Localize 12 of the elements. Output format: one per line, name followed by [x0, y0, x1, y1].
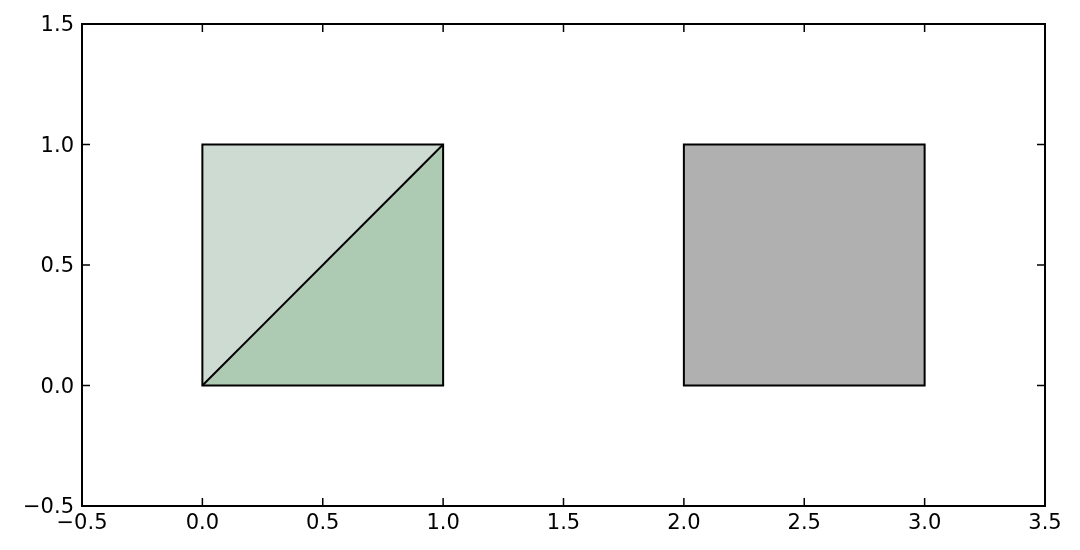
tick-label: 1.5 — [546, 510, 581, 534]
tick-label: 0.5 — [306, 510, 340, 534]
tick-label: 2.0 — [667, 510, 701, 534]
tick-label: 0.5 — [40, 253, 74, 277]
tick-label: 3.5 — [1028, 510, 1062, 534]
tick-label: 0.0 — [185, 510, 220, 534]
tick-label: 3.0 — [907, 510, 942, 534]
tick-label: 1.0 — [40, 132, 74, 157]
tick-label: 1.0 — [426, 510, 460, 534]
tick-label: 2.5 — [787, 510, 821, 534]
tick-label: 0.0 — [40, 373, 74, 398]
tick-label: 1.5 — [40, 12, 74, 36]
